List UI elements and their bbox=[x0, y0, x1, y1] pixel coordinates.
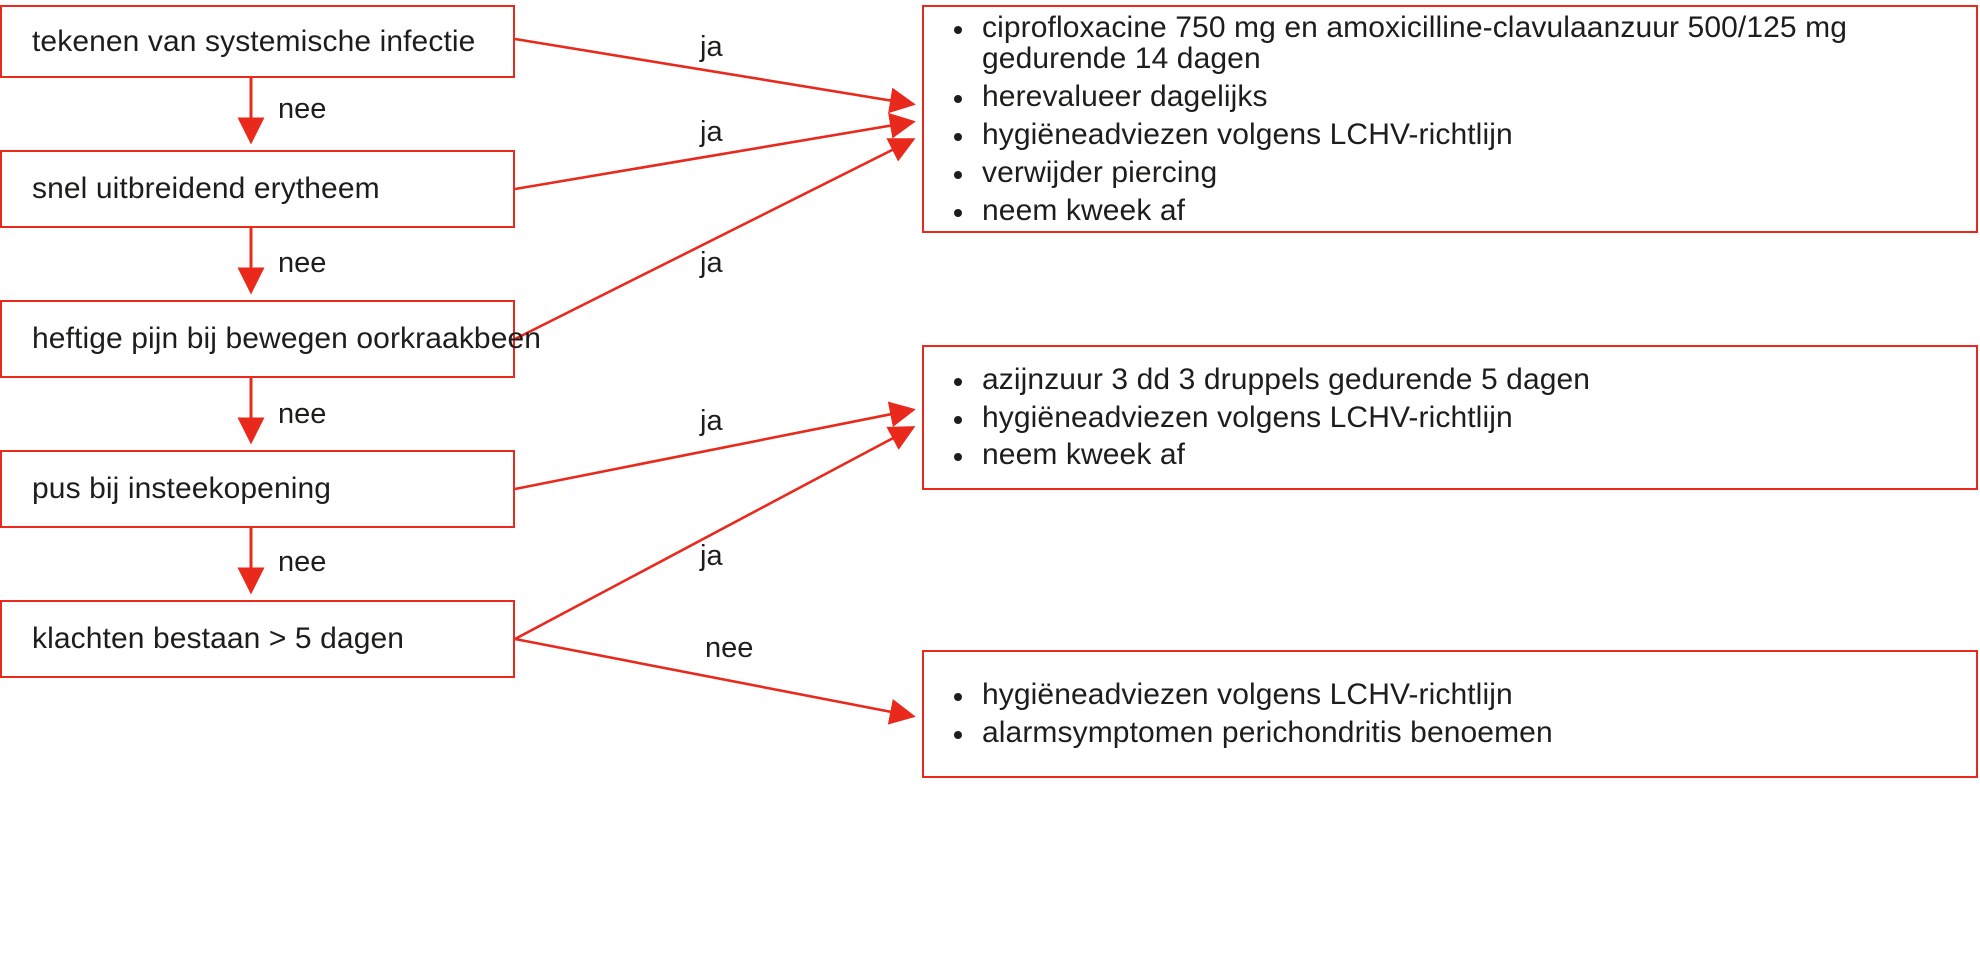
list-item: alarmsymptomen perichondritis benoemen bbox=[954, 714, 1952, 752]
list-item: neem kweek af bbox=[954, 192, 1952, 230]
edge-label-ja-5: ja bbox=[700, 540, 723, 572]
decision-box-systemische-infectie[interactable]: tekenen van systemische infectie bbox=[0, 5, 515, 78]
edge-label-nee-5: nee bbox=[705, 632, 754, 664]
decision-box-insteekopening[interactable]: pus bij insteekopening bbox=[0, 450, 515, 528]
edge-label-nee-1: nee bbox=[278, 93, 327, 125]
edge-label-ja-2: ja bbox=[700, 116, 723, 148]
edge-label-nee-2: nee bbox=[278, 247, 327, 279]
decision-label: heftige pijn bij bewegen oorkraakbeen bbox=[32, 322, 542, 356]
edge-label-ja-3: ja bbox=[700, 247, 723, 279]
outcome-list: hygiëneadviezen volgens LCHV-richtlijn a… bbox=[924, 676, 1976, 752]
list-item: azijnzuur 3 dd 3 druppels gedurende 5 da… bbox=[954, 361, 1952, 399]
decision-box-erytheem[interactable]: snel uitbreidend erytheem bbox=[0, 150, 515, 228]
outcome-box-azijnzuur[interactable]: azijnzuur 3 dd 3 druppels gedurende 5 da… bbox=[922, 345, 1978, 490]
edge-label-ja-4: ja bbox=[700, 405, 723, 437]
list-item: ciprofloxacine 750 mg en amoxicilline-cl… bbox=[954, 9, 1952, 79]
outcome-list: azijnzuur 3 dd 3 druppels gedurende 5 da… bbox=[924, 361, 1976, 474]
decision-label: snel uitbreidend erytheem bbox=[32, 172, 380, 206]
list-item: herevalueer dagelijks bbox=[954, 78, 1952, 116]
edge-label-nee-3: nee bbox=[278, 398, 327, 430]
decision-box-oorkraakbeen[interactable]: heftige pijn bij bewegen oorkraakbeen bbox=[0, 300, 541, 378]
outcome-box-advies[interactable]: hygiëneadviezen volgens LCHV-richtlijn a… bbox=[922, 650, 1978, 778]
outcome-box-antibiotica[interactable]: ciprofloxacine 750 mg en amoxicilline-cl… bbox=[922, 5, 1978, 233]
list-item: hygiëneadviezen volgens LCHV-richtlijn bbox=[954, 116, 1952, 154]
decision-label: pus bij insteekopening bbox=[32, 472, 332, 506]
list-item: verwijder piercing bbox=[954, 154, 1952, 192]
list-item: neem kweek af bbox=[954, 436, 1952, 474]
decision-label: klachten bestaan > 5 dagen bbox=[32, 622, 405, 656]
list-item: hygiëneadviezen volgens LCHV-richtlijn bbox=[954, 676, 1952, 714]
decision-label: tekenen van systemische infectie bbox=[32, 24, 476, 58]
diagonal-ja-edges bbox=[514, 37, 916, 725]
list-item: hygiëneadviezen volgens LCHV-richtlijn bbox=[954, 399, 1952, 437]
edge-label-nee-4: nee bbox=[278, 546, 327, 578]
outcome-list: ciprofloxacine 750 mg en amoxicilline-cl… bbox=[924, 9, 1976, 230]
edge-label-ja-1: ja bbox=[700, 31, 723, 63]
decision-box-klachten-duur[interactable]: klachten bestaan > 5 dagen bbox=[0, 600, 515, 678]
